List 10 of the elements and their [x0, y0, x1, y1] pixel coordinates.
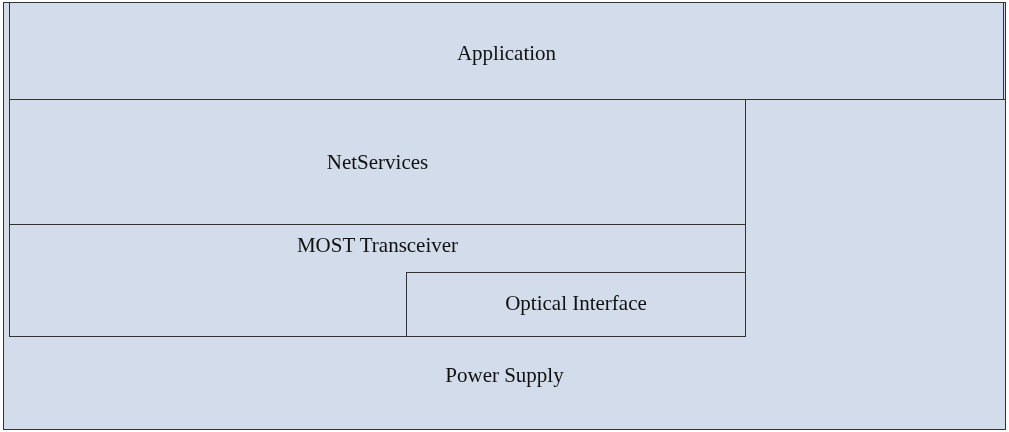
layer-label: Power Supply [445, 363, 564, 388]
layer-label: Optical Interface [505, 291, 647, 316]
layer-box [9, 99, 746, 225]
layer-label: MOST Transceiver [296, 233, 459, 258]
layer-box [406, 272, 746, 337]
layer-box [9, 224, 746, 337]
layer-box [9, 2, 1006, 100]
layer-box [3, 2, 1006, 430]
layer-label: NetServices [326, 150, 429, 175]
layer-label: Application [456, 41, 557, 66]
